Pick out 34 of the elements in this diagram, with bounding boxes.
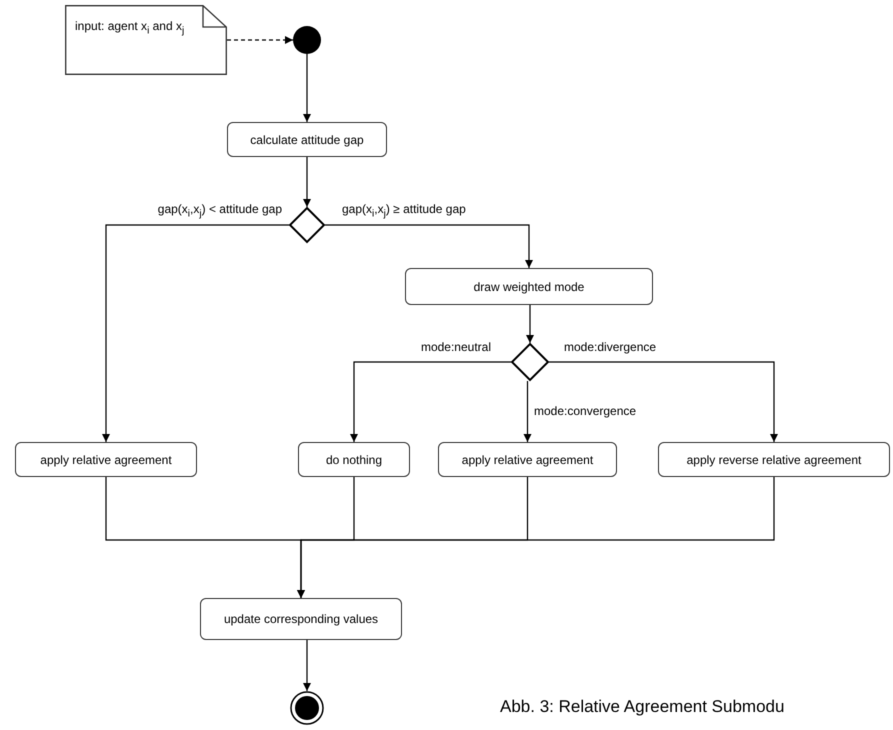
arrow — [350, 361, 511, 442]
node-text: update corresponding values — [224, 612, 378, 626]
action-box — [227, 122, 387, 157]
arrow — [526, 305, 534, 343]
node-text: apply relative agreement — [40, 452, 172, 466]
action-box — [405, 268, 653, 305]
final-node — [290, 691, 324, 725]
decision-diamond — [289, 207, 325, 243]
dashed-arrow — [227, 36, 293, 44]
arrow — [303, 54, 311, 122]
node-text: apply relative agreement — [462, 452, 594, 466]
arrow — [102, 224, 289, 442]
arrow — [297, 477, 775, 598]
action-box — [200, 598, 402, 640]
decision-diamond — [511, 343, 549, 381]
action-box — [298, 442, 410, 477]
action-box — [438, 442, 617, 477]
edge-label: mode:divergence — [563, 340, 658, 354]
start-node — [293, 26, 321, 54]
figure-caption: Abb. 3: Relative Agreement Submodu — [500, 697, 784, 717]
arrow — [524, 381, 532, 442]
action-box — [658, 442, 890, 477]
arrow — [325, 224, 533, 268]
node-text: apply reverse relative agreement — [686, 452, 862, 466]
edge-label: mode:convergence — [533, 404, 638, 418]
arrow — [303, 157, 311, 207]
node-text: calculate attitude gap — [250, 132, 364, 146]
note-shape — [65, 5, 227, 75]
action-box — [15, 442, 197, 477]
edge-label: mode:neutral — [420, 340, 492, 354]
arrow — [303, 640, 311, 691]
node-text: draw weighted mode — [474, 280, 584, 294]
node-text: do nothing — [326, 452, 382, 466]
arrow — [549, 361, 778, 442]
